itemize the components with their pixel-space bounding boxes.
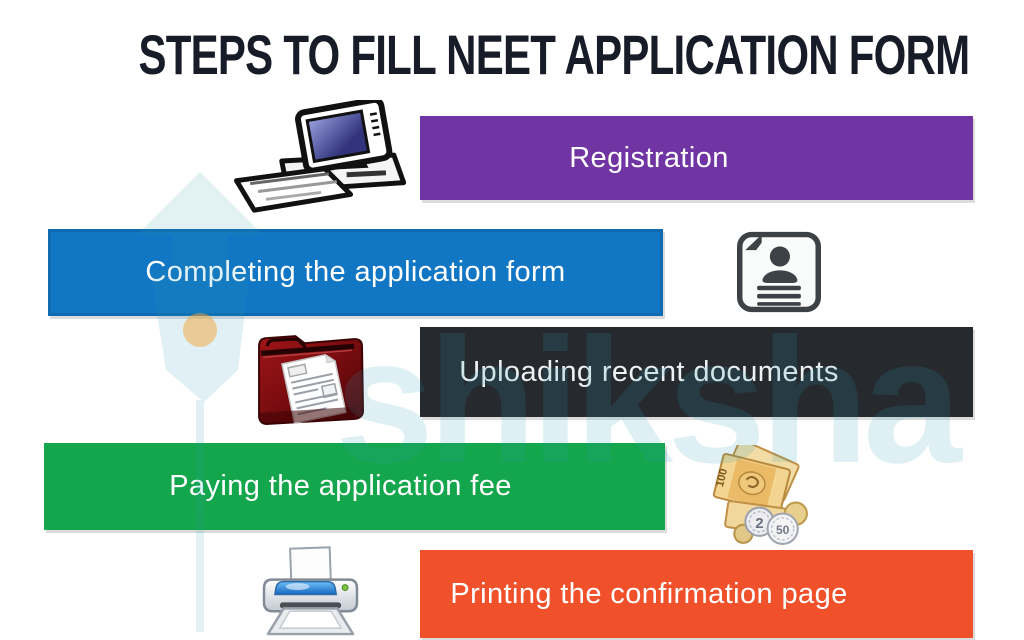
watermark-accent-dot: [183, 313, 217, 347]
step-bar-printing-confirmation: Printing the confirmation page: [420, 550, 973, 638]
step-bar-registration: Registration: [420, 116, 973, 200]
printer-icon: [259, 546, 362, 639]
step-bar-completing-form: Completing the application form: [48, 229, 663, 316]
page-title: STEPS TO FILL NEET APPLICATION FORM: [138, 23, 970, 86]
step-label: Registration: [569, 141, 729, 174]
resume-document-icon: [733, 230, 825, 314]
desktop-computer-icon: [226, 100, 424, 220]
step-label: Printing the confirmation page: [450, 577, 848, 610]
money-notes-coins-icon: 100 2 50: [707, 445, 816, 548]
step-label: Completing the application form: [145, 256, 566, 288]
step-label: Paying the application fee: [169, 470, 512, 502]
banknote-value-label: 100: [714, 467, 730, 488]
coin-value-small: 2: [755, 515, 763, 532]
red-folder-documents-icon: [251, 326, 364, 425]
step-label: Uploading recent documents: [459, 355, 839, 388]
coin-value-large: 50: [776, 523, 790, 537]
page-title-wrap: STEPS TO FILL NEET APPLICATION FORM: [0, 22, 1024, 87]
step-bar-paying-fee: Paying the application fee: [44, 443, 665, 530]
step-bar-uploading-documents: Uploading recent documents: [420, 327, 973, 417]
